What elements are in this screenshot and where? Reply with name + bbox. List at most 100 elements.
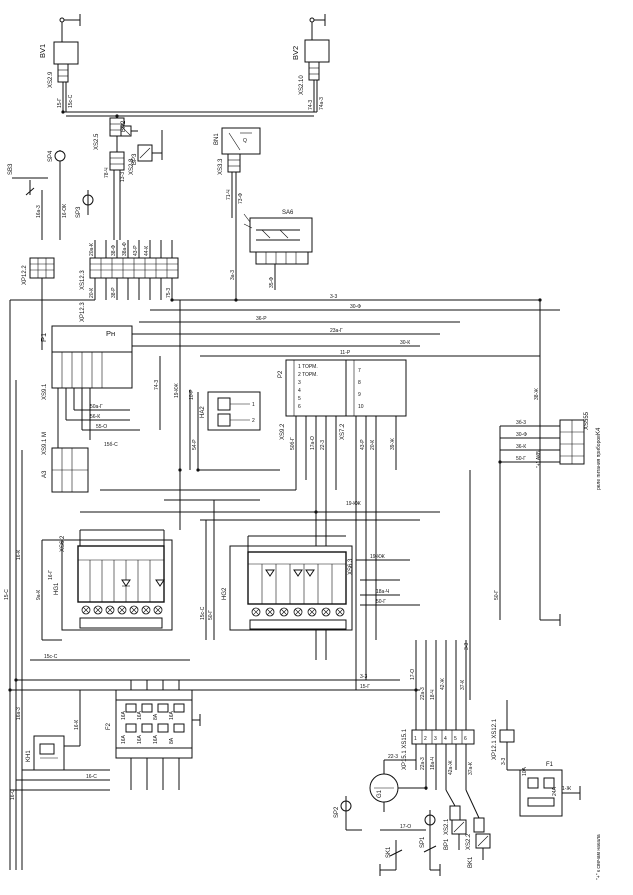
wire-22b-label: 22а-3 [420, 687, 426, 700]
xs210-label: XS2.10 [299, 75, 305, 95]
pn-label: Pн [106, 329, 115, 338]
wire-37-label: 37-К [460, 680, 466, 690]
junction-dots [8, 110, 542, 790]
xp151-pin-4: 4 [444, 736, 447, 742]
wire-11-label: 11-Р [340, 350, 351, 356]
xs555-label: XS555 [584, 411, 590, 430]
wire-18a-label: 18а-Ч [376, 589, 389, 595]
wire-15r-label: 15-Г [57, 98, 63, 108]
wire-42b-label: 42а-Ж [448, 760, 454, 775]
wire-15b-label: 15б-С [104, 442, 118, 448]
wire-19b-label: 19-КЖ [346, 501, 361, 507]
g1-label: G1 [377, 789, 383, 798]
wire-56-label: 56-К [90, 414, 100, 420]
wire-36k-label: 36-К [516, 444, 526, 450]
xp121-label: XP12.1 XS12.1 [492, 718, 498, 760]
sb3-label: SB3 [8, 163, 14, 175]
wire-44-label: 44-К [144, 246, 150, 256]
wire-50b-label: 50б-Г [290, 437, 296, 450]
wire-30b-label: 30-Ф [516, 432, 527, 438]
wire-16f-label: 16-С [86, 774, 97, 780]
a3-block: A3 XS9.1 M [42, 432, 89, 493]
wire-50d-label: 50-Г [208, 610, 214, 620]
wire-55-label: 55-О [96, 424, 107, 430]
wire-38a-label: 38а-Ф [122, 242, 128, 256]
xs9m-label: XS9.1 M [42, 432, 48, 455]
p1-label: P1 [39, 333, 48, 342]
f1-label: F1 [546, 762, 554, 768]
bn1-sensor: Q BN1 XS3.3 71-Ч 73-Ф [214, 127, 261, 218]
kh1-label: KH1 [26, 750, 32, 762]
f1-fuse-2: 24А [552, 786, 558, 796]
wire-35-label: 35-Ф [269, 277, 275, 288]
bp1-label: BP1 [444, 838, 450, 850]
p2-item-6: 6 [298, 404, 301, 410]
xp151-pin-1: 1 [414, 736, 417, 742]
xs22b-label: XS2.2 [466, 833, 472, 850]
wire-38wh-label: 38-Ж [534, 388, 540, 400]
wire-75-label: 75-З [166, 288, 172, 298]
hg1-label: HG1 [54, 582, 60, 595]
f2-fuse-7: 16А [153, 734, 159, 744]
wire-17c-label: 17-О [400, 824, 411, 830]
xp122-label: XP12.2 [22, 265, 28, 285]
f2-fuse-3: 8А [153, 713, 159, 720]
xp151-pin-5: 5 [454, 736, 457, 742]
wire-1b-label: 1-Ж [562, 786, 571, 792]
wire-15g-label: 15-С [4, 589, 10, 600]
sp4-label: SP4 [48, 150, 54, 162]
xs33-label: XS3.3 [218, 158, 224, 175]
wire-39-label: 39-Ж [390, 438, 396, 450]
p1-indicator: P1 Pн XS9.1 50а-Г 56-К 55-О 15б-С [39, 325, 140, 470]
wire-73-label: 73-Ф [238, 193, 244, 204]
f2-fuse-4: 16А [169, 710, 175, 720]
p2-indicator: P2 1 ТОРМ. 2 ТОРМ. 3 4 5 6 7 8 9 10 XS9.… [278, 359, 407, 690]
hg2-label: HG2 [222, 587, 228, 600]
bk1-label: BK1 [468, 856, 474, 868]
xs28-label: XS2.8 [129, 158, 135, 175]
a3-label: A3 [42, 470, 48, 478]
wire-50e-label: 50-Г [376, 599, 386, 605]
wire-19c-label: 19-КЖ [370, 554, 385, 560]
wire-16e-label: 16а-3 [16, 707, 22, 720]
xs72-label: XS7.2 [340, 423, 346, 440]
wire-43b-label: 43-Р [360, 439, 366, 450]
wire-54-label: 54-Р [192, 439, 198, 450]
p2-label: P2 [278, 370, 284, 378]
wire-3-label: 3-3 [330, 294, 337, 300]
wire-38-label: 38-Ф [111, 245, 117, 256]
bp2-bp3-sensors: BP2 BP3 XS2.5 XS2.8 78-Ч 13-З [94, 117, 163, 240]
sp-sk-switches: SP2 SP1 SK1 17-О [334, 796, 441, 876]
f2-fuse-2: 16А [137, 710, 143, 720]
xs92-label: XS9.2 [280, 423, 286, 440]
wire-10-label: 10-Р [189, 389, 195, 400]
wire-17b-label: 17-О [410, 669, 416, 680]
sa6-label: SA6 [282, 210, 294, 216]
xp151-pin-6: 6 [464, 736, 467, 742]
hg1-block: HG1 XS6.2 9а-К 16-Г [36, 529, 173, 641]
xs25-label: XS2.5 [94, 133, 100, 150]
bv2-sensor: BV2 XS2.10 74-З 74а-З [291, 22, 330, 112]
p2-item-7: 7 [358, 368, 361, 374]
wire-3b-label: 3б-3 [516, 420, 526, 426]
wire-20b-label: 20-К [370, 440, 376, 450]
sp2-label: SP2 [334, 806, 340, 818]
wire-3a-label: 3а-3 [230, 270, 236, 280]
ha2-pin1: 1 [252, 402, 255, 408]
xs62-label: XS6.2 [60, 535, 66, 552]
wire-22d-label: 22-3 [388, 754, 398, 760]
wire-20a-label: 20а-К [89, 243, 95, 256]
sp1-label: SP1 [420, 836, 426, 848]
wire-15c2-label: 15с-С [200, 606, 206, 620]
f2-fuse-1: 16А [121, 710, 127, 720]
f2-fuse-6: 16А [137, 734, 143, 744]
xs29-label: XS2.9 [48, 71, 54, 88]
f2-fuse-block: F2 16А 16А 8А 16А 16А 16А 16А 8А [106, 680, 201, 790]
kh1-relay: KH1 16-К 16а-3 16-С [10, 690, 110, 791]
wire-22-label: 22-3 [320, 440, 326, 450]
p2-item-3: 3 [298, 380, 301, 386]
wire-16k-label: 16-К [16, 550, 22, 560]
bp1-bk1-sensors: XS2.1 BP1 XS2.2 BK1 [444, 789, 491, 868]
sb3-sp4-sp3-switches: SB3 SP4 SP3 16а-3 16-ОК [8, 150, 94, 240]
wire-3c-label: 3-3 [464, 643, 470, 650]
